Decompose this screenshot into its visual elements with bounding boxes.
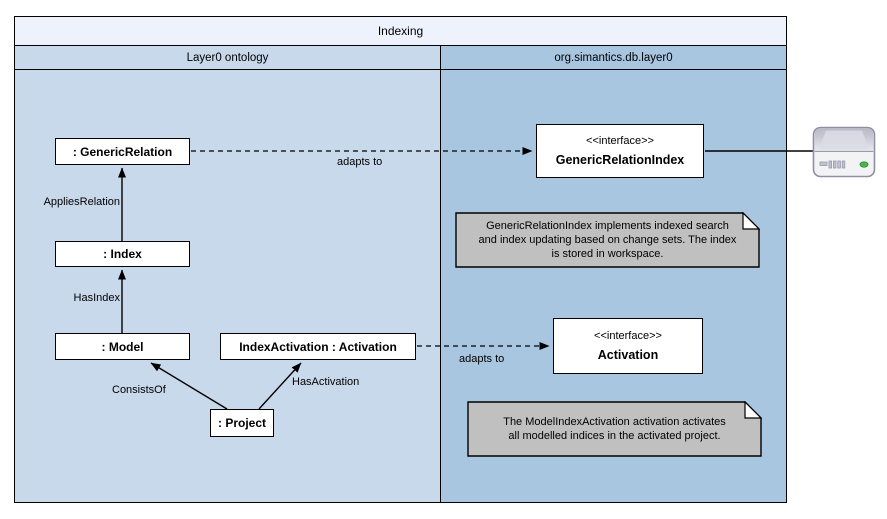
interface-name: Activation xyxy=(597,348,659,362)
interface-stereotype: <<interface>> xyxy=(586,135,654,147)
column-body-layer0-ontology xyxy=(15,70,441,502)
note-generic-relation-index[interactable]: GenericRelationIndex implements indexed … xyxy=(455,212,760,268)
note-model-index-activation[interactable]: The ModelIndexActivation activation acti… xyxy=(467,401,762,457)
interface-stereotype: <<interface>> xyxy=(594,330,662,342)
node-interface-generic-relation-index[interactable]: <<interface>> GenericRelationIndex xyxy=(536,124,704,178)
note-text: GenericRelationIndex implements indexed … xyxy=(455,212,760,268)
column-header-layer0-ontology: Layer0 ontology xyxy=(15,46,441,69)
edge-label-applies-relation: AppliesRelation xyxy=(43,196,120,208)
note-shape xyxy=(467,401,762,457)
node-interface-activation[interactable]: <<interface>> Activation xyxy=(553,318,703,374)
edge-label-adapts-to-2: adapts to xyxy=(459,353,505,365)
note-line: The ModelIndexActivation activation acti… xyxy=(503,416,726,428)
column-header-org-simantics-db-layer0: org.simantics.db.layer0 xyxy=(441,46,786,69)
note-line: GenericRelationIndex implements indexed … xyxy=(486,220,729,232)
note-line: all modelled indices in the activated pr… xyxy=(508,430,721,442)
node-project[interactable]: : Project xyxy=(210,409,274,437)
note-text: The ModelIndexActivation activation acti… xyxy=(467,401,762,457)
hard-disk-icon[interactable] xyxy=(812,123,878,181)
interface-name: GenericRelationIndex xyxy=(555,153,685,167)
node-generic-relation[interactable]: : GenericRelation xyxy=(55,138,190,165)
edge-label-has-index: HasIndex xyxy=(73,292,120,304)
edge-label-adapts-to-1: adapts to xyxy=(337,156,383,168)
note-shape xyxy=(455,212,760,268)
node-index[interactable]: : Index xyxy=(55,241,190,267)
edge-label-consists-of: ConsistsOf xyxy=(112,384,166,396)
node-model[interactable]: : Model xyxy=(55,333,190,360)
column-headers: Layer0 ontology org.simantics.db.layer0 xyxy=(15,46,786,70)
note-line: and index updating based on change sets.… xyxy=(478,234,737,246)
node-index-activation[interactable]: IndexActivation : Activation xyxy=(220,333,416,360)
note-line: is stored in workspace. xyxy=(551,248,664,260)
frame-title: Indexing xyxy=(15,17,786,46)
edge-label-has-activation: HasActivation xyxy=(292,376,360,388)
